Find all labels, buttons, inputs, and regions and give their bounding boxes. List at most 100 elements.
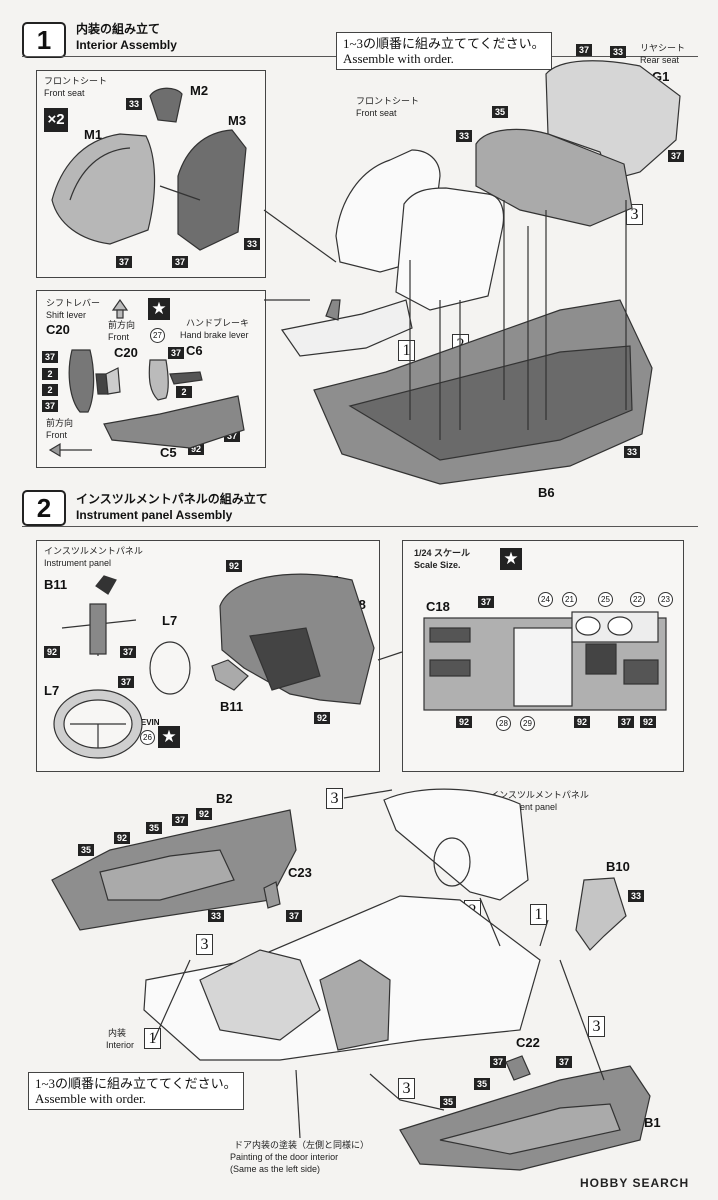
code-2: 2 xyxy=(42,368,58,380)
code-37: 37 xyxy=(168,347,184,359)
step-3-order-note: 1~3の順番に組み立ててください。 Assemble with order. xyxy=(28,1072,244,1110)
front-seat-jp: フロントシート xyxy=(356,96,420,106)
rear-seat-en: Rear seat xyxy=(640,55,680,65)
part-m1: M1 xyxy=(84,127,103,142)
code-27: 27 xyxy=(150,328,165,343)
code-37: 37 xyxy=(478,596,494,608)
code-92: 92 xyxy=(114,832,130,844)
code-92: 92 xyxy=(640,716,656,728)
code-25: 25 xyxy=(598,592,613,607)
shift-lever-en: Shift lever xyxy=(46,310,87,320)
order-note-jp: 1~3の順番に組み立ててください。 xyxy=(343,36,545,51)
front-direction-en: Front xyxy=(108,332,130,342)
step3-instrument-panel-en: Instrument panel xyxy=(490,802,558,812)
code-37: 37 xyxy=(42,400,58,412)
code-23: 23 xyxy=(658,592,673,607)
front-seat-en: Front seat xyxy=(356,108,397,118)
order-step-3: 3 xyxy=(588,1016,605,1037)
code-22: 22 xyxy=(630,592,645,607)
code-26: 26 xyxy=(140,730,155,745)
shift-lever-jp: シフトレバー xyxy=(46,298,101,308)
code-33: 33 xyxy=(624,446,640,458)
part-b1: B1 xyxy=(644,1115,661,1130)
code-33: 33 xyxy=(610,46,626,58)
step-1-title-en: Interior Assembly xyxy=(76,38,177,52)
hobby-search-watermark: HOBBY SEARCH xyxy=(580,1176,690,1190)
part-l7-2: L7 xyxy=(44,683,60,698)
multiplier-badge: ×2 xyxy=(44,108,68,132)
part-c18-scale: C18 xyxy=(426,599,450,614)
star-icon: ★ xyxy=(500,548,522,570)
part-c5: C5 xyxy=(160,445,177,460)
code-37: 37 xyxy=(120,646,136,658)
part-b2: B2 xyxy=(216,791,233,806)
code-35: 35 xyxy=(474,1078,490,1090)
part-c20: C20 xyxy=(114,345,138,360)
code-92: 92 xyxy=(44,646,60,658)
part-m3: M3 xyxy=(228,113,247,128)
front-direction-2-en: Front xyxy=(46,430,68,440)
code-37: 37 xyxy=(118,676,134,688)
code-35: 35 xyxy=(492,106,508,118)
code-37: 37 xyxy=(490,1056,506,1068)
part-b6: B6 xyxy=(538,485,555,500)
order-note-jp: 1~3の順番に組み立ててください。 xyxy=(35,1076,237,1091)
code-37: 37 xyxy=(556,1056,572,1068)
code-33: 33 xyxy=(244,238,260,250)
order-step-1: 1 xyxy=(530,904,547,925)
star-icon: ★ xyxy=(158,726,180,748)
step-1-title-jp: 内装の組み立て xyxy=(76,22,161,36)
hand-brake-jp: ハンドブレーキ xyxy=(186,318,250,328)
code-92: 92 xyxy=(314,712,330,724)
part-b11-2: B11 xyxy=(220,699,244,714)
front-direction-jp: 前方向 xyxy=(108,320,136,330)
code-92: 92 xyxy=(456,716,472,728)
hand-brake-en: Hand brake lever xyxy=(180,330,249,340)
code-2: 2 xyxy=(42,384,58,396)
door-note-en-1: Painting of the door interior xyxy=(230,1152,339,1162)
door-note-en-2: (Same as the left side) xyxy=(230,1164,321,1174)
code-37: 37 xyxy=(172,256,188,268)
code-37: 37 xyxy=(576,44,592,56)
code-92: 92 xyxy=(226,560,242,572)
order-step-1: 1 xyxy=(398,340,415,361)
door-note-jp: ドア内装の塗装（左側と同様に） xyxy=(234,1140,370,1150)
code-2: 2 xyxy=(176,386,192,398)
instrument-panel-en: Instrument panel xyxy=(44,558,112,568)
step3-instrument-panel-jp: インスツルメントパネル xyxy=(490,790,589,800)
code-33: 33 xyxy=(126,98,142,110)
levin-emblem: LEVIN xyxy=(136,718,160,727)
star-icon: ★ xyxy=(148,298,170,320)
code-33: 33 xyxy=(628,890,644,902)
step-2-number: 2 xyxy=(22,490,66,526)
part-c20-label: C20 xyxy=(46,322,70,337)
code-24: 24 xyxy=(538,592,553,607)
step-1-order-note: 1~3の順番に組み立ててください。 Assemble with order. xyxy=(336,32,552,70)
code-37: 37 xyxy=(668,150,684,162)
code-29: 29 xyxy=(520,716,535,731)
code-37: 37 xyxy=(618,716,634,728)
step-1-number: 1 xyxy=(22,22,66,58)
part-c23: C23 xyxy=(288,865,312,880)
code-35: 35 xyxy=(440,1096,456,1108)
order-note-en: Assemble with order. xyxy=(35,1091,146,1106)
rear-seat-jp: リヤシート xyxy=(640,43,686,53)
inset-front-seat-en: Front seat xyxy=(44,88,85,98)
order-note-en: Assemble with order. xyxy=(343,51,454,66)
instrument-panel-jp: インスツルメントパネル xyxy=(44,546,143,556)
order-step-3: 3 xyxy=(326,788,343,809)
step-2-title-en: Instrument panel Assembly xyxy=(76,508,233,522)
code-37: 37 xyxy=(116,256,132,268)
part-b11: B11 xyxy=(44,577,68,592)
code-37: 37 xyxy=(172,814,188,826)
code-37: 37 xyxy=(286,910,302,922)
interior-jp: 内装 xyxy=(108,1028,127,1038)
scale-jp: 1/24 スケール xyxy=(414,548,471,558)
part-c6: C6 xyxy=(186,343,203,358)
code-92: 92 xyxy=(196,808,212,820)
part-c22: C22 xyxy=(516,1035,540,1050)
part-m2: M2 xyxy=(190,83,209,98)
interior-en: Interior xyxy=(106,1040,135,1050)
order-step-3: 3 xyxy=(398,1078,415,1099)
